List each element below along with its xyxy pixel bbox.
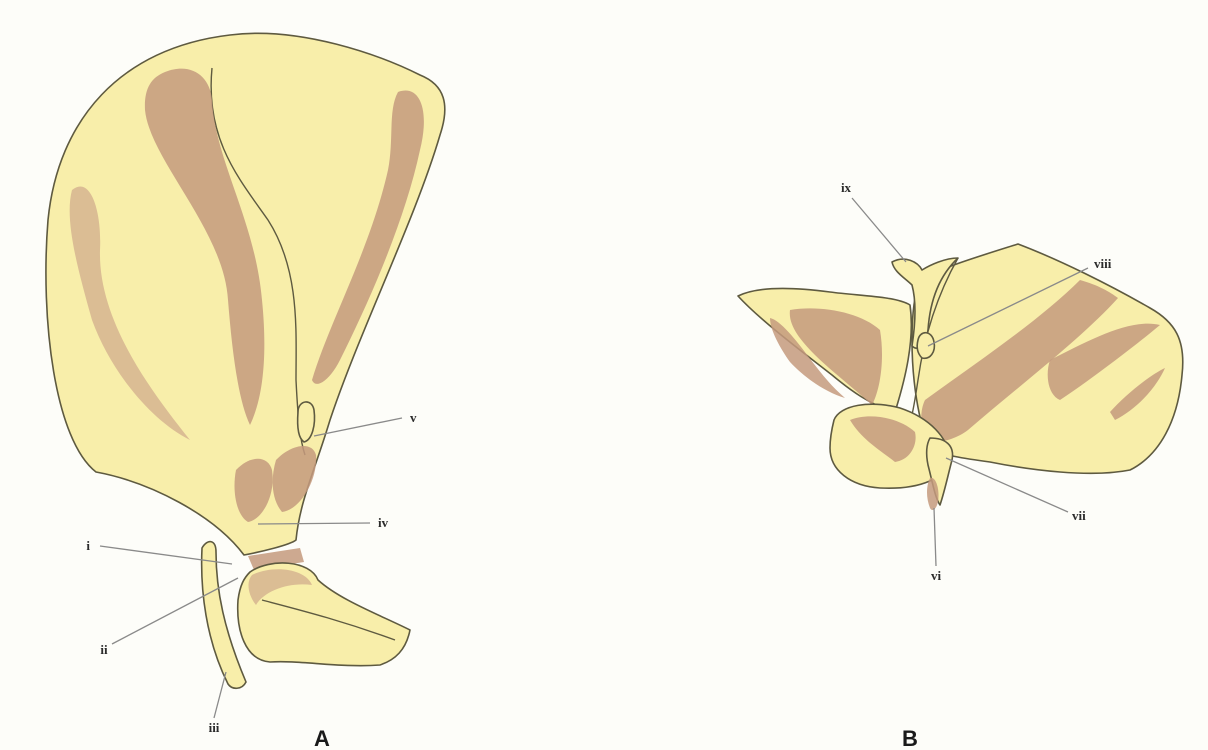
label-ii: ii (100, 642, 108, 657)
label-i: i (86, 538, 90, 553)
label-v: v (410, 410, 417, 425)
label-iii: iii (209, 720, 220, 735)
leader-ix (852, 198, 906, 262)
label-vii: vii (1072, 508, 1086, 523)
label-vi: vi (931, 568, 942, 583)
label-viii: viii (1094, 256, 1112, 271)
panel-b-illustration (738, 244, 1183, 510)
label-iv: iv (378, 515, 389, 530)
panel-a-letter: A (314, 726, 330, 750)
panel-b-letter: B (902, 726, 918, 750)
panel-a-illustration (46, 33, 445, 688)
leader-vi (934, 508, 936, 566)
label-ix: ix (841, 180, 852, 195)
knob-viii (917, 333, 934, 359)
leader-iii (214, 672, 226, 718)
